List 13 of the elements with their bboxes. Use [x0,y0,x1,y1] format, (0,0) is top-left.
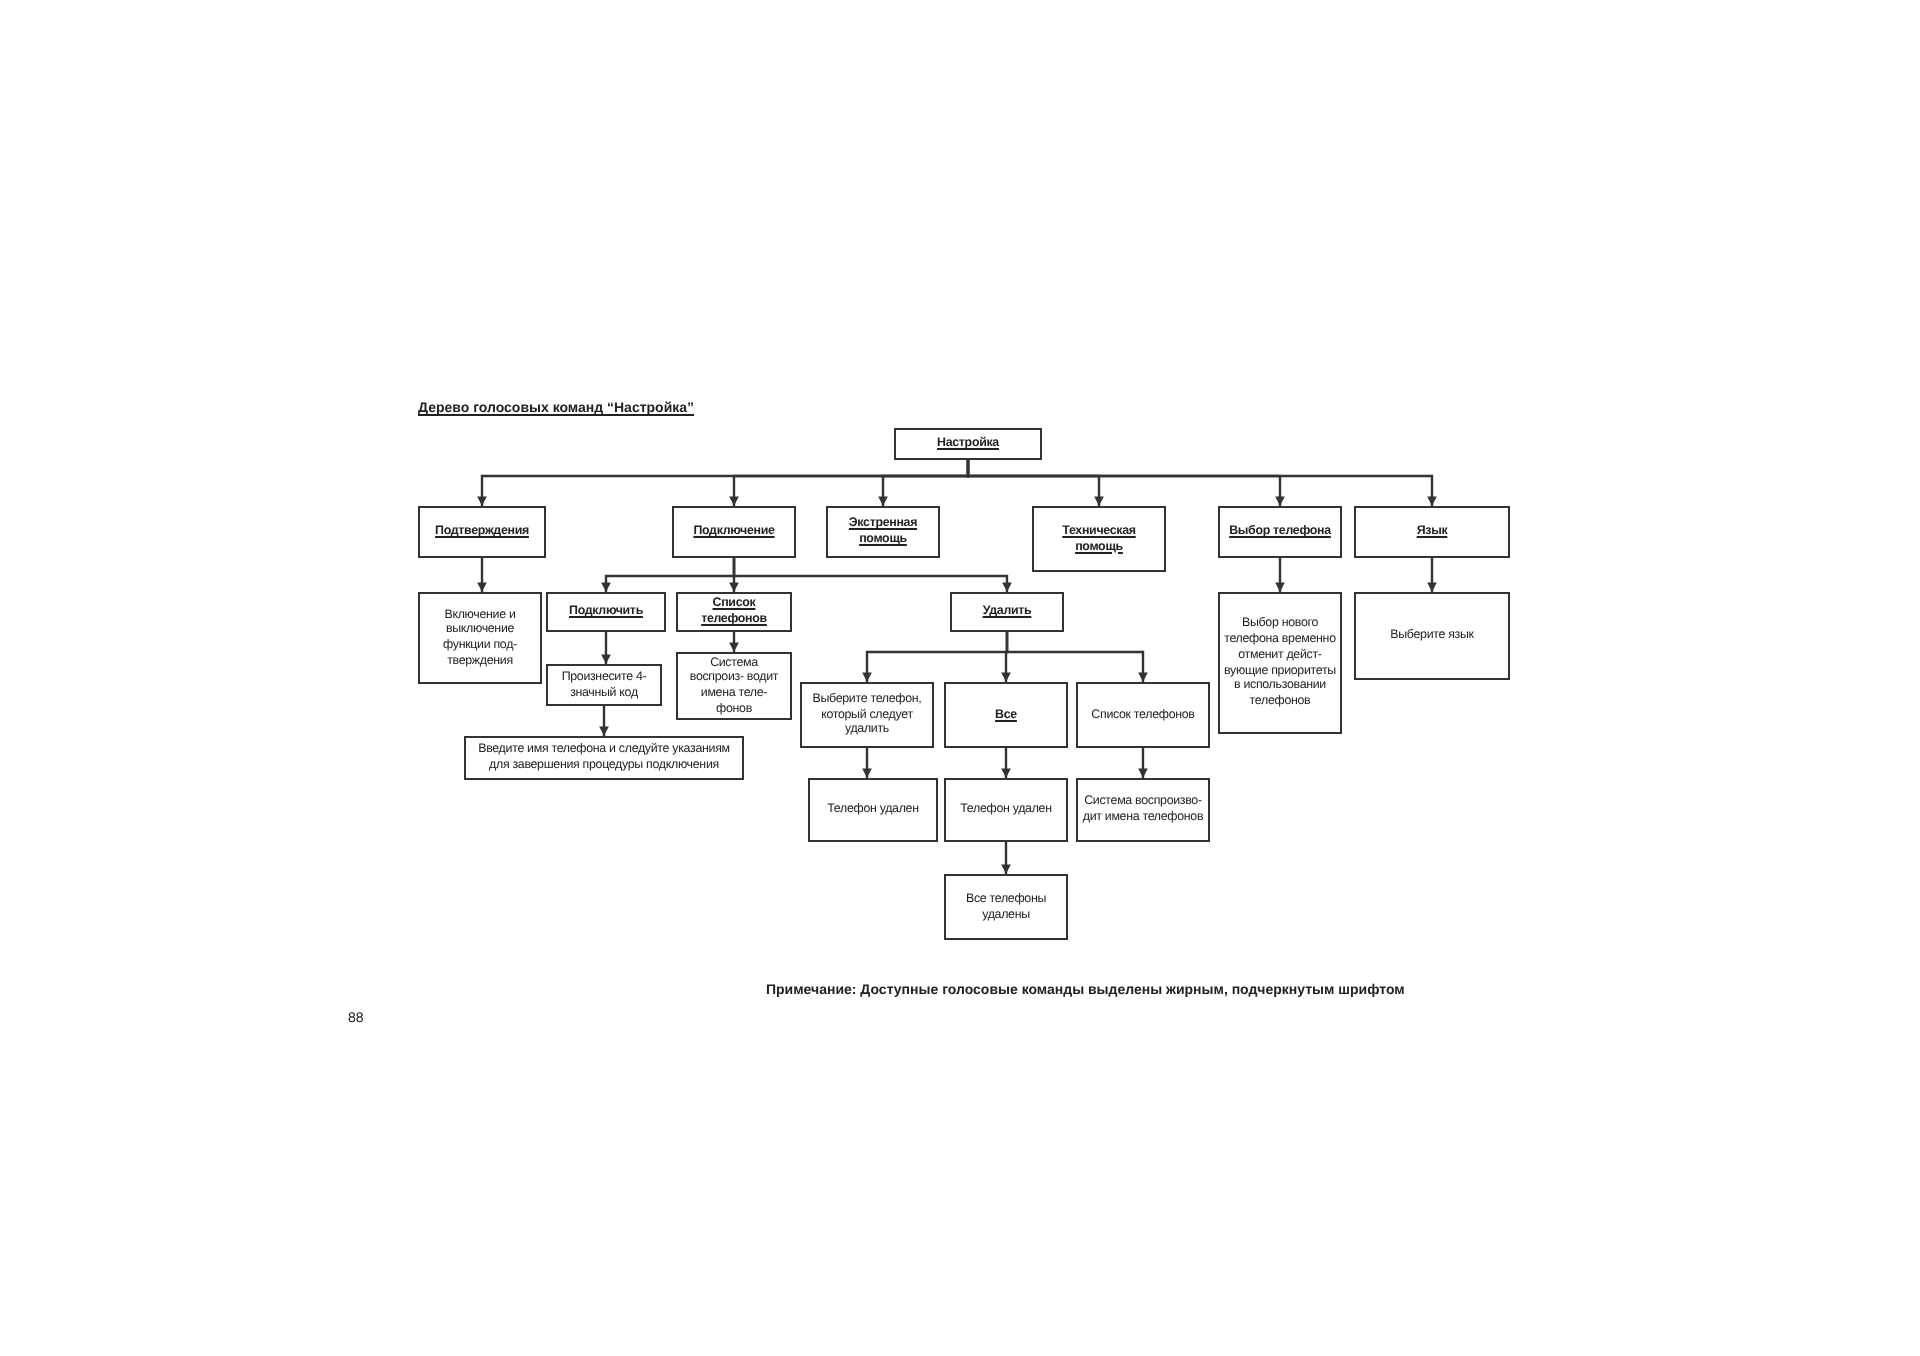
arrow [1001,748,1011,778]
arrow [862,748,872,778]
arrow [966,460,1437,506]
arrow [477,558,487,592]
arrow [1005,632,1148,682]
arrow [601,632,611,664]
arrow [732,558,1012,592]
arrow [599,706,609,736]
arrow [729,632,739,652]
arrow [1427,558,1437,592]
arrow [1275,558,1285,592]
arrow [1001,842,1011,874]
arrow [1138,748,1148,778]
